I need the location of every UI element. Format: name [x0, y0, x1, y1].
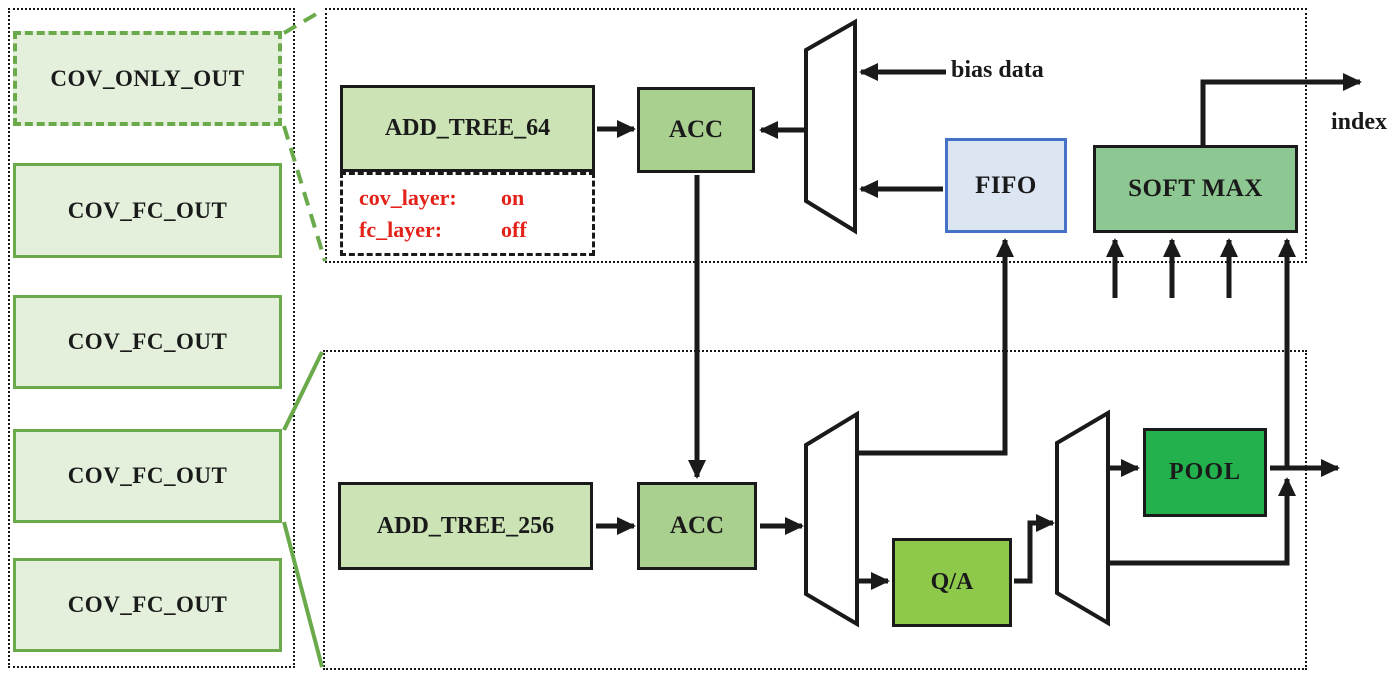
config-row-fc-layer: fc_layer: off [359, 215, 592, 245]
mux-bottom-right [1055, 409, 1110, 627]
config-key-cov-layer: cov_layer: [359, 185, 457, 210]
block-pool: POOL [1143, 428, 1267, 517]
mux-top [804, 18, 857, 235]
config-row-cov-layer: cov_layer: on [359, 183, 592, 213]
wire-muxbr-bypass [1108, 477, 1296, 566]
output-buffer-panel [8, 8, 295, 668]
layer-config-note: cov_layer: on fc_layer: off [340, 172, 595, 256]
wire-muxbl-to-fifo [855, 238, 1014, 456]
buffer-cov-only-out: COV_ONLY_OUT [13, 31, 282, 126]
buffer-cov-fc-out-1: COV_FC_OUT [13, 163, 282, 258]
config-value-fc-layer: off [501, 217, 527, 242]
buffer-cov-fc-out-4: COV_FC_OUT [13, 558, 282, 652]
wire-softmax-to-index [1200, 73, 1362, 148]
block-acc-top: ACC [637, 87, 755, 173]
zoom-connector-dashed-top [282, 8, 325, 35]
block-qa: Q/A [892, 538, 1012, 627]
zoom-connector-dashed-bottom [282, 125, 327, 262]
wire-qa-to-muxbr [1014, 514, 1055, 584]
block-acc-bottom: ACC [637, 482, 757, 570]
config-value-cov-layer: on [501, 185, 525, 210]
block-fifo: FIFO [945, 138, 1067, 233]
zoom-connector-solid-bottom [282, 521, 324, 668]
zoom-connector-solid-top [282, 351, 324, 431]
block-add-tree-256: ADD_TREE_256 [338, 482, 593, 570]
buffer-cov-fc-out-2: COV_FC_OUT [13, 295, 282, 389]
config-key-fc-layer: fc_layer: [359, 217, 443, 242]
block-softmax: SOFT MAX [1093, 145, 1298, 233]
block-add-tree-64: ADD_TREE_64 [340, 85, 595, 172]
mux-bottom-left [804, 410, 859, 628]
bottom-pipeline-panel [323, 350, 1307, 670]
buffer-cov-fc-out-3: COV_FC_OUT [13, 429, 282, 523]
index-label: index [1331, 109, 1388, 135]
top-pipeline-panel [325, 8, 1307, 263]
bias-data-label: bias data [951, 57, 1044, 83]
